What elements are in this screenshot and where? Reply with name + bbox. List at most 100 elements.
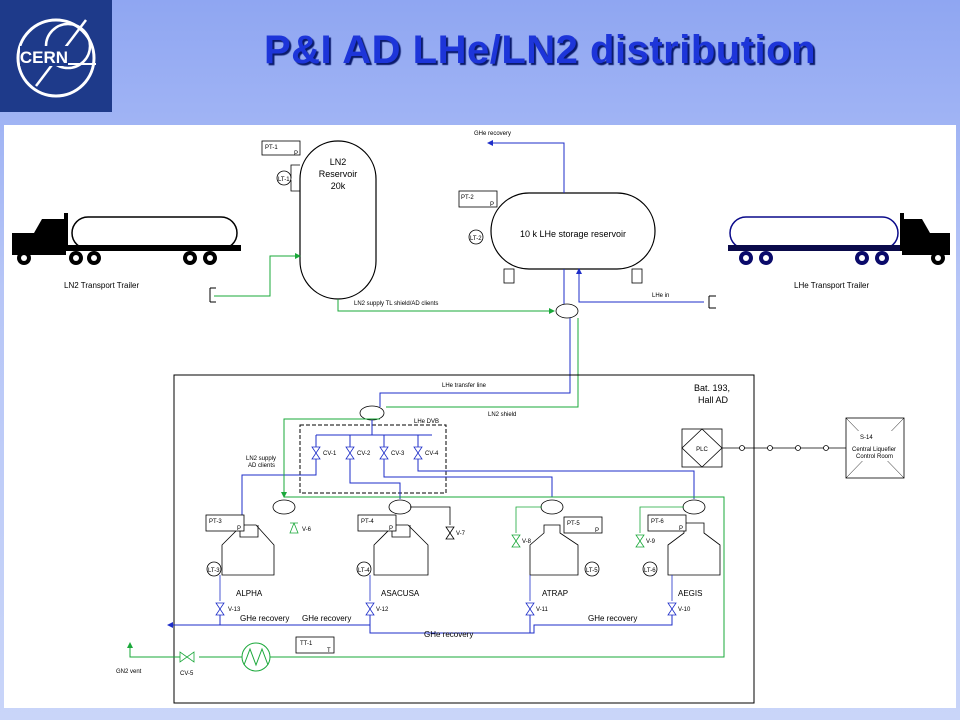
v8-valve	[511, 534, 521, 548]
page-title: P&I AD LHe/LN2 distribution	[263, 28, 816, 72]
v7-label: V-7	[456, 531, 466, 537]
v9-valve	[635, 534, 645, 548]
ln2-supply-ad-line2: AD clients	[248, 463, 275, 469]
lhe-storage-reservoir: 10 k LHe storage reservoir PT-2 P LT-2	[458, 190, 656, 284]
building-boundary	[173, 374, 755, 704]
gn2-vent-label: GN2 vent	[116, 669, 142, 675]
v12-label: V-12	[376, 607, 389, 613]
lt4-label: LT-4	[358, 568, 370, 574]
pt2-label: PT-2	[461, 195, 474, 201]
cv1-label: CV-1	[323, 451, 337, 457]
ln2-trailer-label: LN2 Transport Trailer	[64, 281, 139, 290]
lt3-label: LT-3	[208, 568, 220, 574]
v10-label: V-10	[678, 607, 691, 613]
atrap-coupler	[540, 499, 564, 515]
asacusa-coupler	[388, 499, 412, 515]
v13-valve	[215, 602, 225, 616]
pt5-label: PT-5	[567, 521, 580, 527]
lhe-trailer-label: LHe Transport Trailer	[794, 281, 869, 290]
plc-box: PLC	[681, 428, 723, 468]
pt1-box	[261, 140, 301, 156]
pt5-p: P	[595, 528, 599, 534]
pt3-label: PT-3	[209, 519, 222, 525]
v8-label: V-8	[522, 539, 532, 545]
lt5-label: LT-5	[586, 568, 598, 574]
cern-logo-icon: CERN	[16, 18, 96, 98]
lt2-gauge	[468, 229, 484, 245]
building-line1: Bat. 193,	[694, 383, 730, 393]
lhe-transport-trailer: LHe Transport Trailer	[728, 213, 950, 290]
tt1-label: TT-1	[300, 641, 313, 647]
pt6-label: PT-6	[651, 519, 664, 525]
control-room-box: S-14 Central Liquefier Control Room	[845, 417, 905, 479]
v9-label: V-9	[646, 539, 656, 545]
cv4-valve	[413, 446, 423, 460]
pid-diagram: LN2 Transport Trailer LHe Transport Trai…	[4, 125, 956, 708]
transfer-coupler-top	[555, 303, 579, 319]
plc-label: PLC	[696, 447, 708, 453]
pt4-p: P	[389, 526, 393, 532]
cv2-valve	[345, 446, 355, 460]
cv5-label: CV-5	[180, 671, 194, 677]
cv3-valve	[379, 446, 389, 460]
ghe-recovery-1: GHe recovery	[240, 614, 289, 623]
experiment-atrap: PT-5 P LT-5 ATRAP	[529, 516, 603, 598]
experiment-alpha: PT-3 P LT-3 ALPHA	[205, 514, 275, 598]
s14-label: S-14	[860, 435, 873, 441]
ln2-shield-label: LN2 shield	[488, 412, 516, 418]
ghe-recovery-2: GHe recovery	[302, 614, 351, 623]
v6-valve	[289, 522, 299, 534]
pt2-box	[458, 190, 498, 208]
lhe-dvb-label: LHe DVB	[414, 419, 439, 425]
pt4-label: PT-4	[361, 519, 374, 525]
ln2-supply-ad-line1: LN2 supply	[246, 456, 276, 462]
ln2-supply-label: LN2 supply TL shield/AD clients	[354, 301, 438, 307]
tt1-box	[295, 636, 335, 654]
heater-icon	[241, 642, 271, 672]
lt2-label: LT-2	[470, 236, 482, 242]
v6-label: V-6	[302, 527, 312, 533]
v12-valve	[365, 602, 375, 616]
pt2-p: P	[490, 202, 494, 208]
cv4-label: CV-4	[425, 451, 439, 457]
pt1-label: PT-1	[265, 145, 278, 151]
ghe-recovery-3: GHe recovery	[424, 630, 473, 639]
v7-valve	[445, 526, 455, 540]
pt3-p: P	[237, 526, 241, 532]
ln2-transport-trailer: LN2 Transport Trailer	[12, 213, 241, 290]
cern-logo: CERN	[0, 0, 112, 112]
alpha-coupler	[272, 499, 296, 515]
logo-text: CERN	[20, 48, 68, 67]
v10-valve	[667, 602, 677, 616]
cv2-label: CV-2	[357, 451, 371, 457]
control-room-line1: Central Liquefier	[852, 447, 896, 453]
ln2-reservoir: LN2 Reservoir 20k PT-1 P LT-1	[261, 140, 377, 300]
lhe-transfer-line-label: LHe transfer line	[442, 383, 487, 389]
lt1-label: LT-1	[278, 177, 290, 183]
tt1-t: T	[327, 648, 331, 654]
ln2-reservoir-line2: Reservoir	[319, 169, 358, 179]
pt1-p: P	[294, 151, 298, 157]
aegis-label: AEGIS	[678, 589, 702, 598]
asacusa-label: ASACUSA	[381, 589, 420, 598]
pt6-p: P	[679, 526, 683, 532]
v13-label: V-13	[228, 607, 241, 613]
dvb-coupler	[359, 405, 385, 421]
cv1-valve	[311, 446, 321, 460]
lhe-dvb-box	[299, 424, 447, 494]
v11-label: V-11	[536, 607, 549, 613]
atrap-label: ATRAP	[542, 589, 568, 598]
control-room-line2: Control Room	[856, 454, 893, 460]
experiment-aegis: PT-6 P LT-6 AEGIS	[642, 514, 721, 598]
ln2-reservoir-name: LN2	[330, 157, 347, 167]
v11-valve	[525, 602, 535, 616]
aegis-coupler	[682, 499, 706, 515]
alpha-label: ALPHA	[236, 589, 263, 598]
cv3-label: CV-3	[391, 451, 405, 457]
pid-drawing: LN2 Transport Trailer LHe Transport Trai…	[12, 131, 950, 704]
ln2-reservoir-line3: 20k	[331, 181, 346, 191]
cv5-valve	[179, 651, 195, 663]
ghe-recovery-4: GHe recovery	[588, 614, 637, 623]
building-line2: Hall AD	[698, 395, 729, 405]
lhe-in-label: LHe in	[652, 293, 669, 299]
